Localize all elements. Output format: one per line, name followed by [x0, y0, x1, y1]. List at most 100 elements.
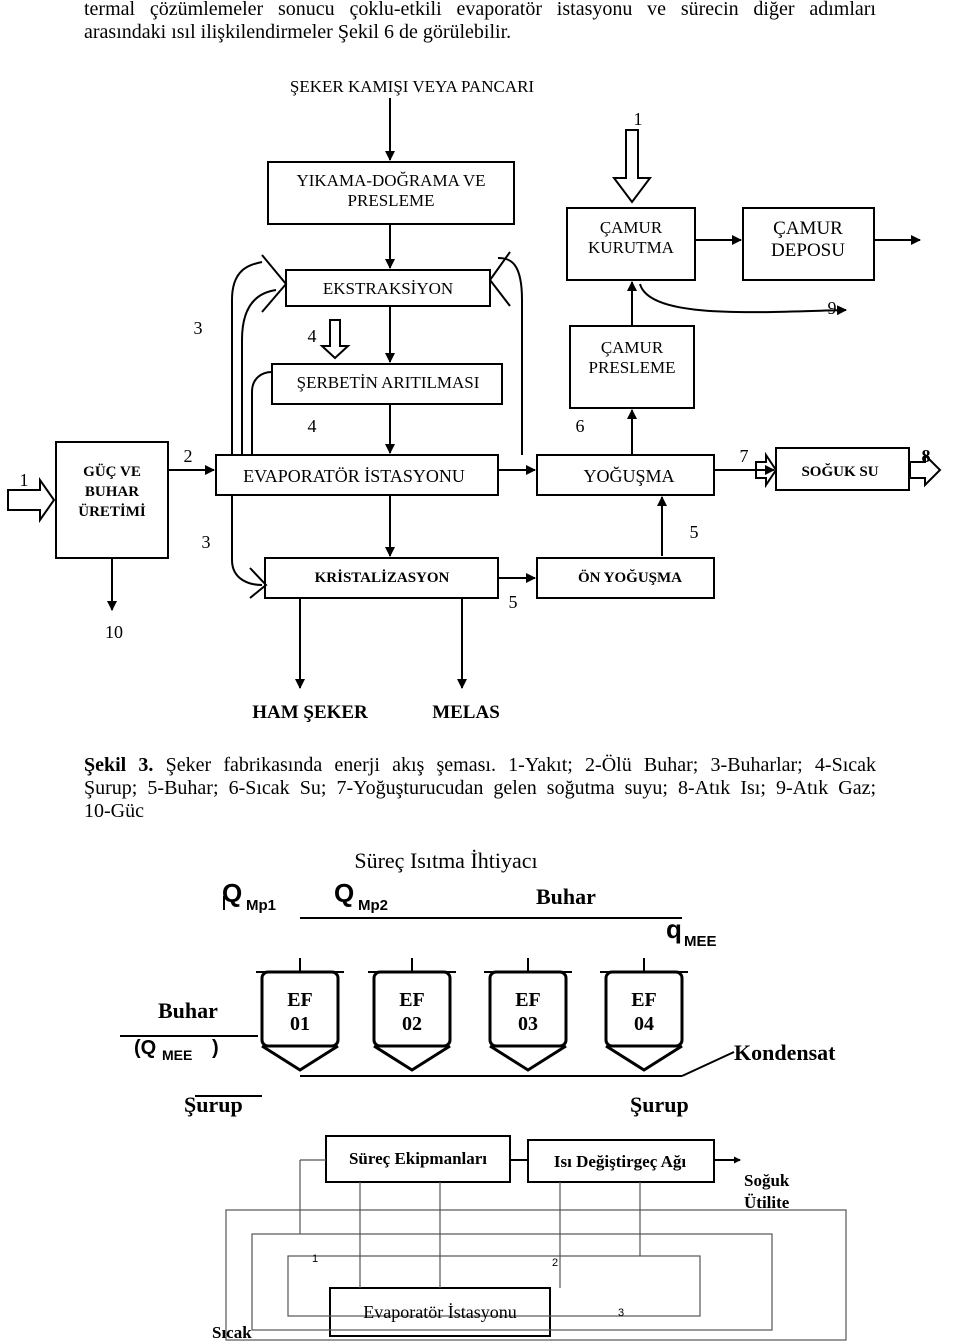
caption-val-2: Ölü Buhar; — [601, 754, 711, 776]
crystallization-label: KRİSTALİZASYON — [315, 569, 450, 586]
pre-condensation-label: ÖN YOĞUŞMA — [578, 569, 682, 586]
cold-utility-label-1: Soğuk — [744, 1171, 790, 1190]
steam-left-q-sub: MEE — [162, 1047, 192, 1063]
hot-utility-label: Sıcak — [212, 1323, 252, 1342]
waste-heat-hollow-arrow — [909, 452, 942, 488]
thermal-loops — [225, 1159, 847, 1341]
stream-5-a: 5 — [690, 522, 699, 542]
effect-vessel-2 — [368, 958, 456, 1072]
pre-condensation-box — [536, 557, 715, 599]
syrup-right-label: Şurup — [630, 1092, 689, 1117]
caption-key-5: 5- — [147, 777, 165, 799]
mud-depot-box — [742, 207, 875, 281]
effect-1-label-num: 01 — [290, 1013, 310, 1035]
loop-3-label: 3 — [618, 1307, 624, 1319]
caption-val-5: Buhar; — [164, 777, 229, 799]
cold-water-label: SOĞUK SU — [801, 463, 878, 480]
caption-key-4: 4- — [814, 754, 832, 776]
heat-exchanger-label: Isı Değiştirgeç Ağı — [554, 1152, 686, 1171]
caption-val-10: Güc — [110, 800, 144, 822]
stream-10: 10 — [105, 622, 123, 642]
power-label-2: BUHAR — [85, 484, 139, 500]
caption-key-6: 6- — [228, 777, 246, 799]
power-steam-box — [55, 441, 169, 559]
mud-pressing-label-2: PRESLEME — [589, 358, 676, 377]
mud-depot-label-2: DEPOSU — [771, 240, 845, 261]
loop-1-label: 1 — [312, 1253, 318, 1265]
condensate-outlet — [681, 1051, 735, 1077]
caption-figure-label: Şekil 3. — [84, 754, 154, 776]
evaporator-diagram: Süreç Isıtma İhtiyacı Q Mp1 Q Mp2 Buhar … — [120, 848, 847, 1342]
intro-paragraph: termal çözümlemeler sonucu çoklu-etkili … — [84, 0, 876, 44]
effect-3-label-top: EF — [515, 989, 541, 1011]
effect-vessel-3 — [484, 958, 572, 1072]
caption-key-7: 7- — [336, 777, 354, 799]
qmee-symbol: q — [666, 914, 682, 944]
mud-drying-box — [566, 207, 696, 281]
effect-vessel-4 — [600, 958, 688, 1072]
intro-line-1: termal çözümlemeler sonucu çoklu-etkili … — [84, 0, 876, 20]
vapour-line-1 — [231, 261, 263, 455]
energy-flow-diagram — [7, 98, 942, 689]
raw-sugar-label: HAM ŞEKER — [252, 702, 368, 723]
fuel-hollow-arrow-left — [7, 476, 56, 524]
stream-7: 7 — [740, 446, 749, 466]
effect-vessel-1 — [256, 958, 344, 1072]
condensation-label: YOĞUŞMA — [583, 465, 674, 486]
caption-key-3: 3- — [710, 754, 728, 776]
vapour-line-lower — [231, 495, 263, 586]
qmp1-subscript: Mp1 — [246, 897, 276, 914]
vapour-line-3 — [251, 371, 273, 455]
process-heat-title: Süreç Isıtma İhtiyacı — [354, 848, 537, 873]
caption-key-9: 9- — [775, 777, 793, 799]
input-title: ŞEKER KAMIŞI VEYA PANCARI — [290, 77, 535, 96]
stream-8: 8 — [922, 446, 931, 466]
juice-purification-box — [271, 363, 503, 405]
vapour-line-2 — [241, 289, 277, 455]
condensate-label: Kondensat — [734, 1040, 836, 1065]
caption-val-3: Buharlar; — [727, 754, 815, 776]
washing-label-2: PRESLEME — [348, 191, 435, 210]
stream-3-upper: 3 — [194, 318, 203, 338]
caption-val-7: Yoğuşturucudan gelen soğutma suyu; — [353, 777, 679, 799]
evaporator-station-label: Evaporatör İstasyonu — [363, 1302, 516, 1322]
washing-label-1: YIKAMA-DOĞRAMA VE — [296, 171, 485, 190]
figure-caption: Şekil 3. Şeker fabrikasında enerji akış … — [84, 754, 876, 823]
intro-line-2: arasındaki ısıl ilişkilendirmeler Şekil … — [84, 21, 512, 43]
evaporator-box — [215, 454, 499, 496]
extraction-label: EKSTRAKSİYON — [323, 279, 453, 298]
stream-4-a: 4 — [308, 326, 317, 346]
stream-6: 6 — [576, 416, 585, 436]
qmp2-subscript: Mp2 — [358, 897, 388, 914]
power-label-1: GÜÇ VE — [83, 463, 141, 480]
qmee-subscript: MEE — [684, 933, 717, 950]
effect-1-label-top: EF — [287, 989, 313, 1011]
mud-drying-label-2: KURUTMA — [588, 238, 675, 257]
caption-line-1: Şekil 3. Şeker fabrikasında enerji akış … — [84, 754, 876, 777]
power-label-3: ÜRETİMİ — [78, 503, 146, 520]
waste-gas-arrow — [639, 283, 847, 316]
qmp1-symbol: Q — [222, 878, 242, 908]
steam-top-label: Buhar — [536, 884, 596, 909]
condensation-box — [536, 454, 715, 496]
stream-5-b: 5 — [509, 592, 518, 612]
caption-key-2: 2- — [585, 754, 602, 776]
hot-syrup-hollow-arrow — [319, 319, 351, 360]
juice-purification-label: ŞERBETİN ARITILMASI — [297, 373, 480, 392]
stream-1-top: 1 — [634, 109, 643, 129]
stream-2: 2 — [184, 446, 193, 466]
evaporator-label: EVAPORATÖR İSTASYONU — [243, 466, 465, 486]
stream-1-left: 1 — [20, 470, 29, 490]
loop-2-label: 2 — [552, 1257, 558, 1269]
caption-key-10: 10- — [84, 800, 111, 822]
fuel-hollow-arrow-top — [612, 129, 652, 204]
cold-utility-label-2: Ütilite — [744, 1193, 790, 1212]
molasses-label: MELAS — [432, 702, 500, 723]
caption-val-4: Sıcak — [831, 754, 877, 776]
caption-val-8: Atık Isı; — [694, 777, 776, 799]
effect-4-label-top: EF — [631, 989, 657, 1011]
flow-diagram-labels: ŞEKER KAMIŞI VEYA PANCARI YIKAMA-DOĞRAMA… — [20, 77, 931, 723]
stream-3-lower: 3 — [202, 532, 211, 552]
mud-drying-label-1: ÇAMUR — [600, 218, 663, 237]
